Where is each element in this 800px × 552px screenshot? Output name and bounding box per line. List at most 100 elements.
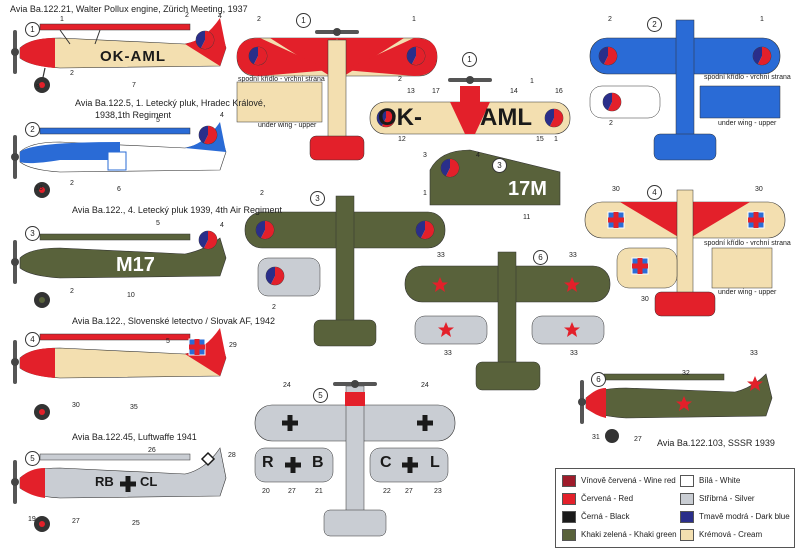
callout-number: 31 (592, 434, 600, 441)
top-view-6 (404, 251, 611, 391)
marking-17m: 17M (508, 178, 547, 200)
callout-number: 4 (476, 152, 480, 159)
top-view-2 (589, 19, 781, 161)
legend-item: Červená - Red (562, 493, 633, 505)
profile-6 (578, 373, 773, 443)
profile-2 (11, 122, 227, 198)
scheme-number: 5 (25, 451, 40, 466)
scheme-number: 1 (462, 52, 477, 67)
marking-rb: RB (95, 474, 114, 489)
callout-number: 4 (220, 112, 224, 119)
callout-number: 29 (229, 342, 237, 349)
wing-underside-1 (369, 76, 571, 135)
legend-swatch (562, 529, 576, 541)
callout-number: 22 (383, 488, 391, 495)
callout-number: 21 (315, 488, 323, 495)
top-view-1 (236, 28, 438, 161)
callout-number: 32 (682, 370, 690, 377)
scheme-number: 3 (310, 191, 325, 206)
callout-number: 27 (72, 518, 80, 525)
wing-letter-c: C (380, 454, 392, 471)
callout-number: 26 (148, 447, 156, 454)
callout-number: 2 (398, 76, 402, 83)
wing-registration-left: OK- (378, 104, 422, 131)
callout-number: 5 (156, 117, 160, 124)
callout-number: 2 (70, 70, 74, 77)
callout-number: 11 (523, 214, 531, 221)
legend-swatch (562, 475, 576, 487)
callout-number: 25 (132, 520, 140, 527)
callout-number: 2 (608, 16, 612, 23)
callout-number: 15 (536, 136, 544, 143)
callout-number: 35 (130, 404, 138, 411)
callout-number: 16 (555, 88, 563, 95)
top-view-3 (244, 195, 446, 347)
profile-4 (11, 328, 227, 420)
callout-number: 27 (634, 436, 642, 443)
callout-number: 13 (407, 88, 415, 95)
legend-item: Khaki zelená - Khaki green (562, 529, 677, 541)
marking-m17: M17 (116, 254, 155, 276)
callout-number: 28 (228, 452, 236, 459)
callout-number: 30 (755, 186, 763, 193)
callout-number: 27 (288, 488, 296, 495)
callout-number: 1 (530, 78, 534, 85)
caption-6: Avia Ba.122.103, SSSR 1939 (657, 438, 775, 448)
callout-number: 2 (185, 12, 189, 19)
callout-number: 2 (272, 304, 276, 311)
callout-number: 33 (750, 350, 758, 357)
caption-5: Avia Ba.122.45, Luftwaffe 1941 (72, 432, 197, 442)
scheme-number: 1 (25, 22, 40, 37)
wing-registration-right: AML (480, 104, 532, 131)
callout-number: 24 (283, 382, 291, 389)
scheme-number: 3 (25, 226, 40, 241)
callout-number: 2 (609, 120, 613, 127)
wing-label-top: spodní křídlo - vrchní strana (238, 76, 325, 83)
legend-item: Tmavě modrá - Dark blue (680, 511, 790, 523)
callout-number: 33 (569, 252, 577, 259)
caption-1: Avia Ba.122.21, Walter Pollux engine, Zü… (10, 4, 248, 14)
callout-number: 19 (28, 516, 36, 523)
callout-number: 33 (437, 252, 445, 259)
scheme-number: 4 (647, 185, 662, 200)
legend-swatch (562, 511, 576, 523)
callout-number: 1 (60, 16, 64, 23)
callout-number: 4 (218, 13, 222, 20)
callout-number: 7 (132, 82, 136, 89)
wing-letter-l: L (430, 454, 440, 471)
scheme-number: 1 (296, 13, 311, 28)
callout-number: 5 (166, 338, 170, 345)
marking-cl: CL (140, 474, 158, 489)
callout-number: 27 (405, 488, 413, 495)
legend-swatch (562, 493, 576, 505)
legend-item: Krémová - Cream (680, 529, 762, 541)
callout-number: 20 (262, 488, 270, 495)
legend-item: Stříbrná - Silver (680, 493, 755, 505)
callout-number: 17 (432, 88, 440, 95)
profile-1 (11, 18, 227, 93)
callout-number: 18 (35, 185, 43, 192)
callout-number: 30 (612, 186, 620, 193)
callout-number: 10 (127, 292, 135, 299)
callout-number: 2 (70, 288, 74, 295)
legend-swatch (680, 493, 694, 505)
wing-label-under: under wing - upper (718, 120, 777, 127)
callout-number: 2 (260, 190, 264, 197)
scheme-number: 6 (591, 372, 606, 387)
legend-swatch (680, 475, 694, 487)
legend-item: Černá - Black (562, 511, 629, 523)
callout-number: 12 (398, 136, 406, 143)
callout-number: 30 (72, 402, 80, 409)
caption-2b: 1938,1th Regiment (95, 110, 172, 120)
scheme-number: 2 (25, 122, 40, 137)
color-legend: Vínově červená - Wine red Červená - Red … (555, 468, 795, 548)
callout-number: 33 (570, 350, 578, 357)
wing-letter-b: B (312, 454, 324, 471)
callout-number: 1 (412, 16, 416, 23)
wing-label-under: under wing - upper (718, 289, 777, 296)
legend-item: Bílá - White (680, 475, 740, 487)
top-view-5 (254, 380, 456, 537)
callout-number: 24 (421, 382, 429, 389)
callout-number: 1 (423, 190, 427, 197)
